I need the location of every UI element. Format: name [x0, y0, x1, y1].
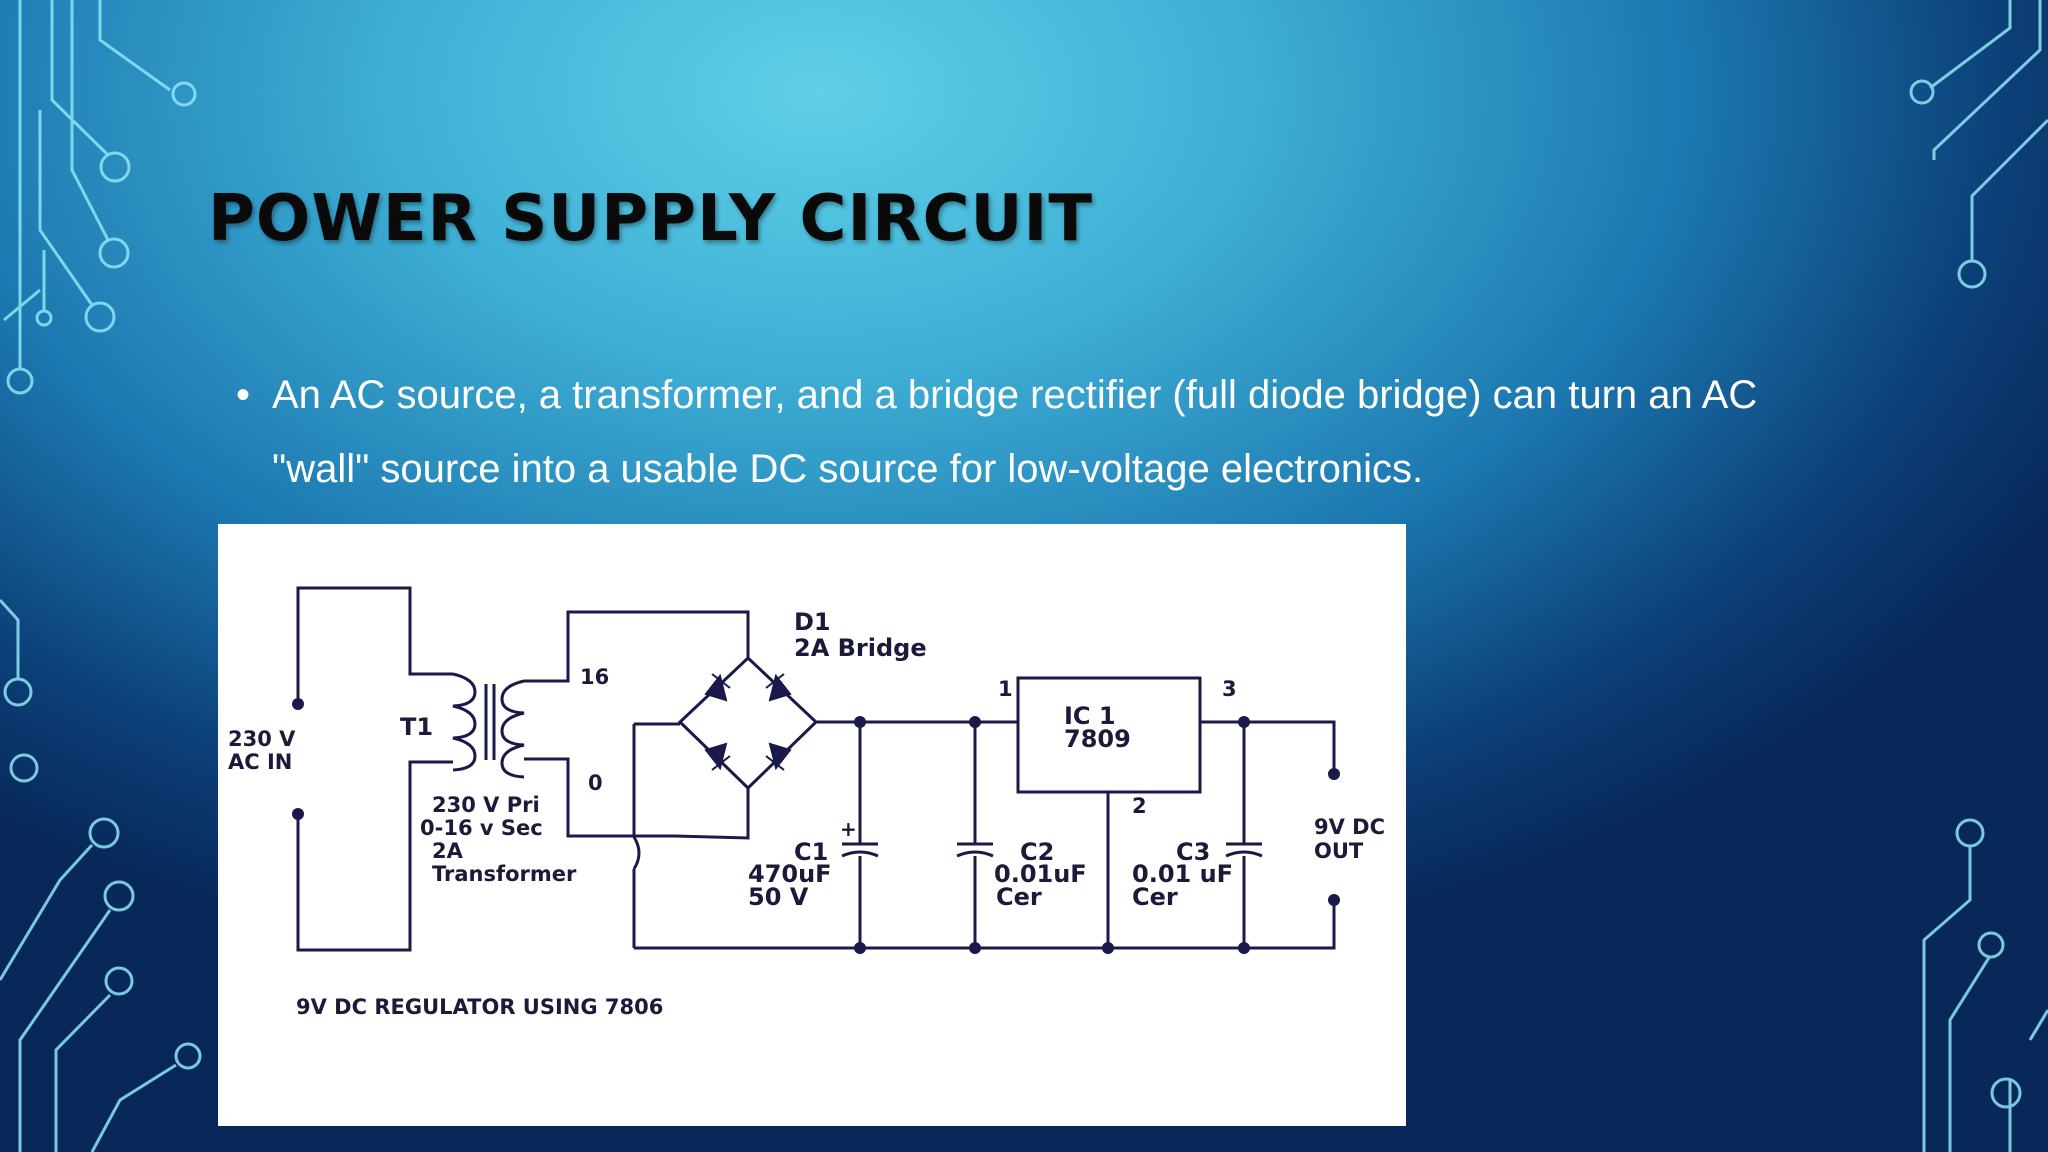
bullet-text: An AC source, a transformer, and a bridg…	[272, 373, 1758, 491]
transformer-desc-4: Transformer	[432, 862, 577, 886]
diagram-caption: 9V DC REGULATOR USING 7806	[296, 995, 663, 1019]
c2-value: 0.01uF	[994, 860, 1087, 888]
c3-value: 0.01 uF	[1132, 860, 1233, 888]
tap-0-label: 0	[588, 771, 603, 795]
input-wire	[296, 586, 453, 704]
ic-pin-1: 1	[998, 677, 1013, 701]
transformer-primary	[452, 672, 477, 772]
circuit-diagram-panel: 230 V AC IN T1 230 V Pri 0-16 v Sec 2A T…	[218, 524, 1406, 1126]
ic-ref: IC 1	[1064, 702, 1116, 730]
c1-voltage: 50 V	[748, 883, 809, 911]
ic-pin-3: 3	[1222, 677, 1237, 701]
transformer-secondary	[500, 679, 525, 779]
c2-ref: C2	[1020, 838, 1054, 866]
ic-pin-2: 2	[1132, 794, 1147, 818]
bridge-desc: 2A Bridge	[794, 634, 927, 662]
output-label-2: OUT	[1314, 839, 1364, 863]
c1-value: 470uF	[748, 860, 832, 888]
input-wire-return	[296, 760, 453, 952]
slide-title: POWER SUPPLY CIRCUIT	[208, 182, 1093, 256]
bridge-ref: D1	[794, 608, 831, 636]
ic-part: 7809	[1064, 725, 1131, 753]
input-label-1: 230 V	[228, 727, 296, 751]
input-label-2: AC IN	[228, 750, 292, 774]
output-label-1: 9V DC	[1314, 815, 1385, 839]
c3-type: Cer	[1132, 883, 1178, 911]
transformer-ref: T1	[400, 713, 433, 741]
bullet-point: • An AC source, a transformer, and a bri…	[236, 358, 1856, 506]
bridge-rectifier	[677, 655, 819, 791]
bullet-dot-icon: •	[236, 373, 251, 417]
transformer-desc-1: 230 V Pri	[432, 793, 540, 817]
c2-type: Cer	[996, 883, 1042, 911]
power-supply-schematic: 230 V AC IN T1 230 V Pri 0-16 v Sec 2A T…	[228, 586, 1385, 1019]
transformer-desc-2: 0-16 v Sec	[420, 816, 543, 840]
c1-ref: C1	[794, 838, 828, 866]
c3-ref: C3	[1176, 838, 1210, 866]
tap-16-label: 16	[580, 665, 609, 689]
transformer-desc-3: 2A	[432, 839, 464, 863]
c1-plus: +	[840, 817, 857, 841]
